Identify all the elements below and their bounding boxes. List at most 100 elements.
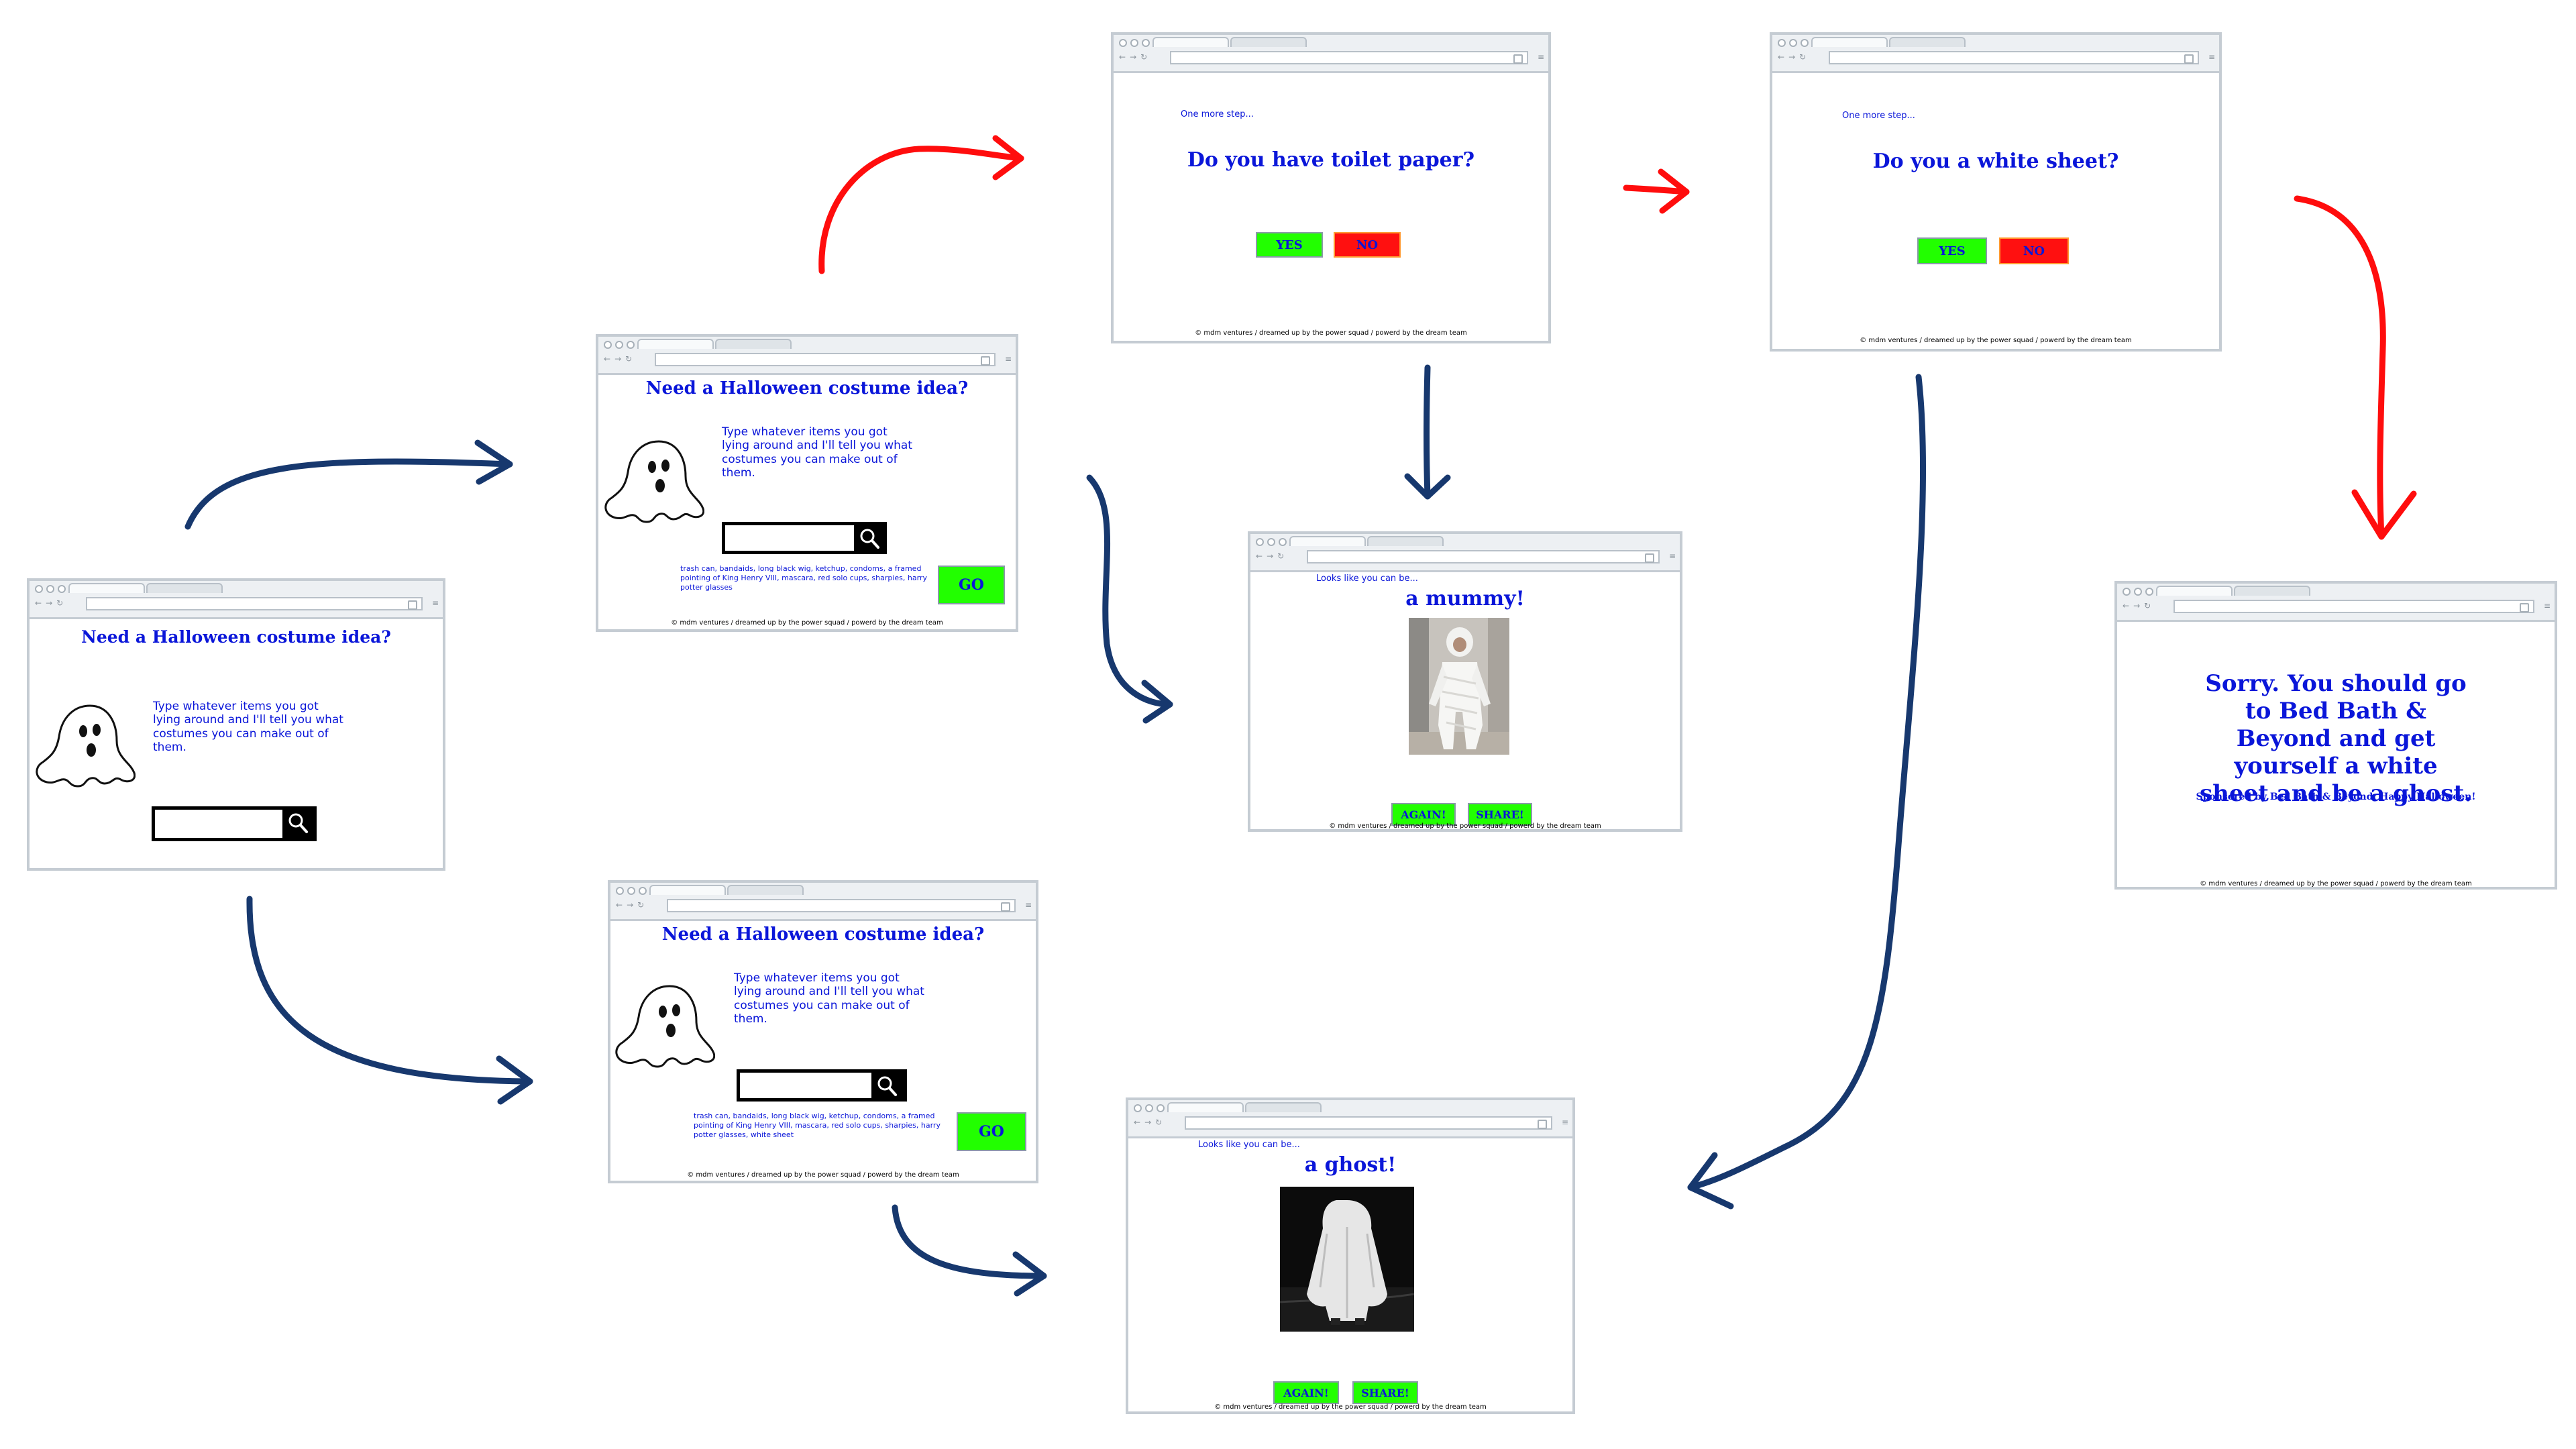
- browser-tab[interactable]: [146, 583, 223, 593]
- screen-toilet-paper: ←→↻ ≡ One more step... Do you have toile…: [1111, 32, 1551, 343]
- sponsor-text: Sponsored by Bed Bath & Beyond. Happy Ha…: [2196, 792, 2476, 802]
- browser-tab[interactable]: [715, 339, 792, 349]
- search-button[interactable]: [282, 810, 313, 838]
- window-controls-icon[interactable]: [1119, 39, 1150, 47]
- address-bar[interactable]: [655, 353, 996, 366]
- browser-chrome: ←→↻ ≡: [2117, 584, 2555, 622]
- menu-icon[interactable]: ≡: [431, 598, 439, 608]
- menu-icon[interactable]: ≡: [1024, 900, 1032, 910]
- address-bar[interactable]: [1829, 51, 2199, 64]
- page-footer: © mdm ventures / dreamed up by the power…: [1195, 329, 1467, 337]
- browser-tab[interactable]: [1230, 37, 1307, 47]
- arrow-tp-to-sheet-head: [1658, 168, 1690, 214]
- page-footer: © mdm ventures / dreamed up by the power…: [671, 619, 943, 627]
- screen-ghost-result: ←→↻ ≡ Looks like you can be... a ghost! …: [1126, 1097, 1575, 1414]
- menu-icon[interactable]: ≡: [1668, 551, 1676, 561]
- browser-nav-icons[interactable]: ←→↻: [35, 598, 64, 608]
- window-controls-icon[interactable]: [1134, 1104, 1165, 1112]
- intro-text: Type whatever items you got lying around…: [722, 425, 912, 480]
- bookmark-icon[interactable]: [1513, 54, 1523, 64]
- browser-tab[interactable]: [1289, 536, 1366, 546]
- sorry-message: Sorry. You should go to Bed Bath & Beyon…: [2200, 670, 2472, 807]
- question-title: Do you a white sheet?: [1872, 150, 2119, 173]
- window-controls-icon[interactable]: [35, 585, 66, 593]
- address-bar[interactable]: [667, 899, 1016, 912]
- items-list-text: trash can, bandaids, long black wig, ket…: [680, 564, 927, 592]
- window-controls-icon[interactable]: [1778, 39, 1809, 47]
- page-footer: © mdm ventures / dreamed up by the power…: [1329, 822, 1601, 830]
- browser-nav-icons[interactable]: ←→↻: [1119, 52, 1148, 62]
- again-button[interactable]: AGAIN!: [1391, 803, 1456, 826]
- page-content: Need a Halloween costume idea? Type what…: [610, 921, 1036, 1181]
- arrow-start-to-items: [184, 458, 513, 530]
- browser-chrome: ←→↻ ≡: [1114, 35, 1548, 73]
- address-bar[interactable]: [2174, 600, 2534, 613]
- magnifier-icon: [288, 813, 308, 833]
- question-title: Do you have toilet paper?: [1187, 148, 1475, 172]
- arrow-tp-to-mummy: [1424, 364, 1431, 500]
- share-button[interactable]: SHARE!: [1468, 803, 1532, 826]
- address-bar[interactable]: [1170, 51, 1528, 64]
- window-controls-icon[interactable]: [1256, 538, 1287, 546]
- browser-nav-icons[interactable]: ←→↻: [1134, 1118, 1163, 1127]
- browser-tab[interactable]: [2156, 586, 2233, 596]
- browser-tab[interactable]: [68, 583, 145, 593]
- browser-nav-icons[interactable]: ←→↻: [2123, 601, 2151, 610]
- search-input[interactable]: [722, 522, 887, 554]
- browser-tab[interactable]: [1367, 536, 1444, 546]
- no-button[interactable]: NO: [1334, 232, 1401, 258]
- bookmark-icon[interactable]: [1538, 1120, 1547, 1129]
- menu-icon[interactable]: ≡: [1004, 354, 1012, 364]
- bookmark-icon[interactable]: [408, 600, 417, 610]
- address-bar[interactable]: [1307, 550, 1660, 564]
- browser-nav-icons[interactable]: ←→↻: [604, 354, 633, 364]
- browser-tab[interactable]: [1811, 37, 1888, 47]
- browser-tab[interactable]: [1889, 37, 1966, 47]
- address-bar[interactable]: [86, 597, 423, 610]
- address-bar[interactable]: [1185, 1116, 1552, 1130]
- window-controls-icon[interactable]: [2123, 588, 2153, 596]
- bookmark-icon[interactable]: [2520, 603, 2529, 612]
- screen-items-entered: ←→↻ ≡ Need a Halloween costume idea? Typ…: [596, 334, 1018, 632]
- browser-nav-icons[interactable]: ←→↻: [1778, 52, 1807, 62]
- menu-icon[interactable]: ≡: [1537, 52, 1544, 62]
- page-footer: © mdm ventures / dreamed up by the power…: [1860, 337, 2132, 344]
- browser-tab[interactable]: [2234, 586, 2310, 596]
- browser-nav-icons[interactable]: ←→↻: [616, 900, 645, 910]
- search-input[interactable]: [152, 806, 317, 841]
- arrow-sheet-items-to-ghost-head: [1012, 1251, 1047, 1297]
- go-button[interactable]: GO: [957, 1112, 1026, 1151]
- bookmark-icon[interactable]: [1645, 553, 1654, 563]
- share-button[interactable]: SHARE!: [1352, 1381, 1418, 1404]
- browser-tab[interactable]: [637, 339, 714, 349]
- page-content: Need a Halloween costume idea? Type what…: [598, 375, 1016, 629]
- window-controls-icon[interactable]: [616, 887, 647, 895]
- again-button[interactable]: AGAIN!: [1273, 1381, 1339, 1404]
- menu-icon[interactable]: ≡: [2208, 52, 2215, 62]
- bookmark-icon[interactable]: [981, 356, 990, 366]
- yes-button[interactable]: YES: [1917, 237, 1987, 264]
- browser-tab[interactable]: [649, 885, 726, 895]
- yes-button[interactable]: YES: [1256, 232, 1323, 258]
- browser-tab[interactable]: [727, 885, 804, 895]
- browser-tab[interactable]: [1152, 37, 1229, 47]
- bookmark-icon[interactable]: [1001, 902, 1010, 912]
- search-input[interactable]: [737, 1069, 907, 1102]
- no-button[interactable]: NO: [1999, 237, 2069, 264]
- page-content: Looks like you can be... a mummy! AGAIN!…: [1250, 572, 1680, 829]
- browser-tab[interactable]: [1167, 1102, 1244, 1112]
- result-prefix: Looks like you can be...: [1316, 574, 1418, 584]
- search-button[interactable]: [871, 1073, 904, 1098]
- browser-nav-icons[interactable]: ←→↻: [1256, 551, 1285, 561]
- menu-icon[interactable]: ≡: [1561, 1118, 1568, 1127]
- arrow-start-to-items-head: [474, 439, 513, 485]
- go-button[interactable]: GO: [938, 566, 1005, 604]
- search-button[interactable]: [854, 525, 883, 551]
- browser-tab[interactable]: [1245, 1102, 1322, 1112]
- arrow-sheet-to-sorry: [2294, 195, 2386, 540]
- menu-icon[interactable]: ≡: [2543, 601, 2551, 610]
- browser-chrome: ←→↻ ≡: [610, 883, 1036, 921]
- bookmark-icon[interactable]: [2184, 54, 2194, 64]
- window-controls-icon[interactable]: [604, 341, 635, 349]
